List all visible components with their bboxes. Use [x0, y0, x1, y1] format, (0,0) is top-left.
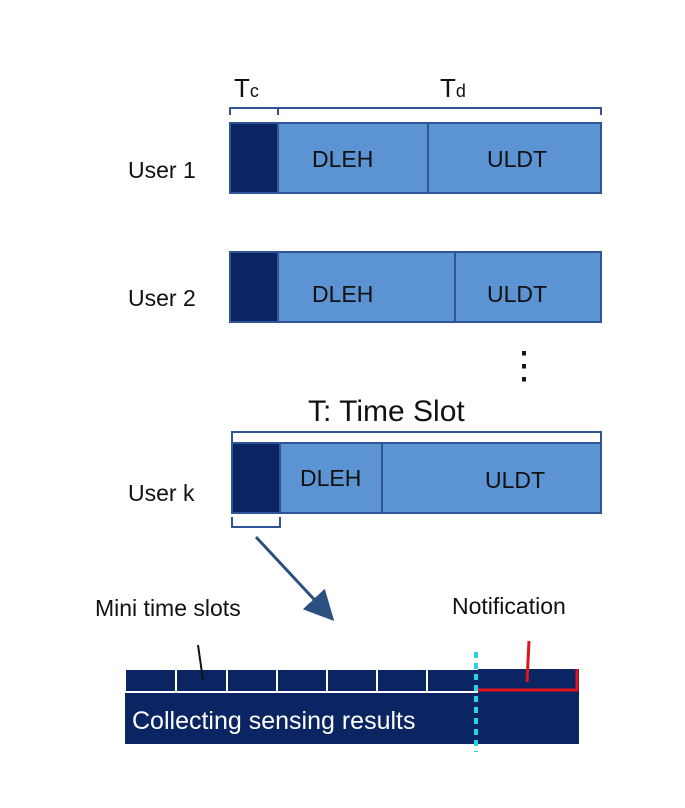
control-block-bracket: [231, 517, 281, 528]
zoom-arrow: [254, 535, 335, 621]
mini-slot-cells: [124, 668, 478, 693]
user-2-control-block: [229, 251, 279, 323]
mini-slot-bar-body: [125, 669, 579, 744]
user-k-control-block: [231, 442, 281, 514]
user-1-dleh-block: [277, 122, 429, 194]
tc-label: Tc: [234, 73, 259, 103]
td-label: Td: [440, 73, 466, 103]
user-1-row: User 1 DLEH ULDT: [128, 122, 602, 194]
mini-slot-bar: Collecting sensing results: [124, 668, 579, 744]
mini-slot-pointer: [197, 644, 204, 681]
notification-marker: [478, 640, 579, 692]
user-1-uldt-label: ULDT: [487, 146, 547, 172]
time-slot-bracket: [231, 431, 602, 442]
collecting-sensing-label: Collecting sensing results: [132, 707, 415, 735]
user-k-row: User k DLEH ULDT: [128, 442, 602, 514]
notification-label: Notification: [452, 593, 566, 619]
tc-td-brackets: [229, 107, 602, 115]
notification-pointer: [525, 640, 531, 683]
ellipsis-vertical: ⋮: [505, 345, 543, 387]
user-2-uldt-label: ULDT: [487, 281, 547, 307]
td-bracket: [277, 107, 602, 115]
user-1-label: User 1: [128, 157, 196, 183]
user-1-control-block: [229, 122, 279, 194]
user-2-uldt-block: [454, 251, 602, 323]
time-slot-label: T: Time Slot: [308, 395, 465, 428]
user-1-uldt-block: [427, 122, 602, 194]
user-2-dleh-block: [277, 251, 456, 323]
user-2-label: User 2: [128, 285, 196, 311]
user-k-uldt-block: [381, 442, 602, 514]
user-k-label: User k: [128, 480, 195, 506]
notification-bracket: [478, 669, 579, 692]
tc-bracket: [229, 107, 279, 115]
user-1-dleh-label: DLEH: [312, 146, 373, 172]
user-k-dleh-label: DLEH: [300, 465, 361, 491]
user-k-dleh-block: [279, 442, 383, 514]
user-2-row: User 2 DLEH ULDT: [128, 251, 602, 323]
mini-time-slots-label: Mini time slots: [95, 595, 241, 621]
user-2-dleh-label: DLEH: [312, 281, 373, 307]
user-k-uldt-label: ULDT: [485, 467, 545, 493]
